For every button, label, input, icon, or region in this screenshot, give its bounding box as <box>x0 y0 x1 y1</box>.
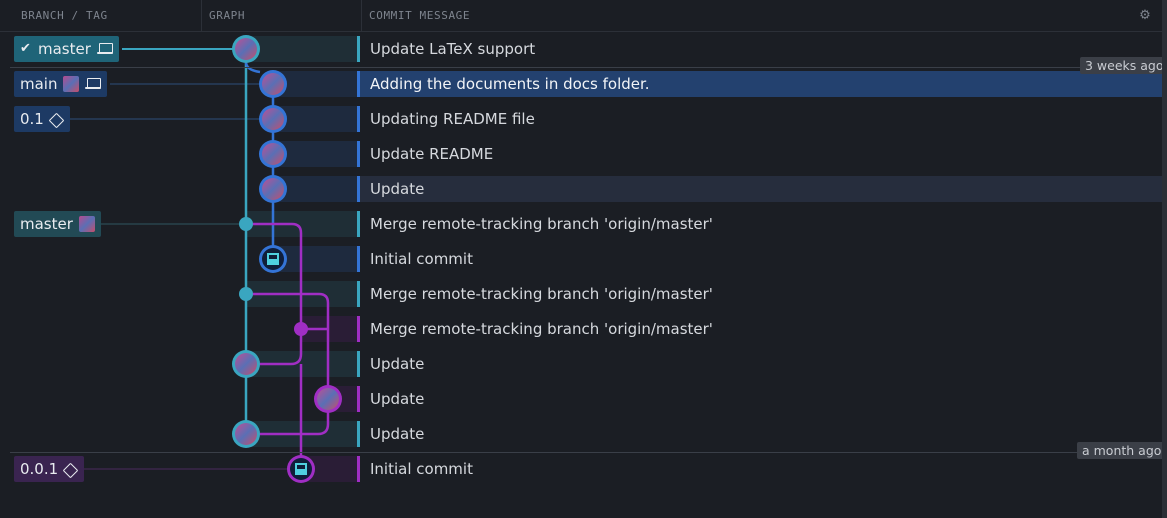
laptop-icon <box>85 78 102 90</box>
scrollbar[interactable] <box>1162 0 1167 518</box>
lane-bar <box>357 456 360 482</box>
ref-tag-0-1[interactable]: 0.1 <box>14 106 70 132</box>
date-label: 3 weeks ago <box>1080 57 1167 74</box>
commit-message[interactable]: Initial commit <box>370 460 473 478</box>
lane-bar <box>357 316 360 342</box>
commit-avatar[interactable] <box>259 175 287 203</box>
commit-avatar[interactable] <box>287 455 315 483</box>
selected-row-bg <box>358 71 1162 97</box>
ref-tag-0-0-1[interactable]: 0.0.1 <box>14 456 85 482</box>
merge-node[interactable] <box>239 287 253 301</box>
avatar <box>78 216 95 232</box>
lane-bg <box>273 141 358 167</box>
commit-avatar[interactable] <box>232 350 260 378</box>
date-divider <box>10 67 1162 68</box>
ref-label: master <box>20 215 73 233</box>
check-icon: ✔ <box>20 41 31 56</box>
branch-tag-column-header[interactable]: BRANCH / TAG <box>14 0 202 32</box>
commit-message[interactable]: Merge remote-tracking branch 'origin/mas… <box>370 215 713 233</box>
lane-bg <box>273 106 358 132</box>
lane-bg <box>246 36 358 62</box>
lane-bar <box>357 36 360 62</box>
date-label: a month ago <box>1077 442 1167 459</box>
commit-message[interactable]: Update <box>370 180 425 198</box>
commit-avatar[interactable] <box>259 105 287 133</box>
commit-message[interactable]: Merge remote-tracking branch 'origin/mas… <box>370 320 713 338</box>
merge-node[interactable] <box>294 322 308 336</box>
lane-bg <box>273 246 358 272</box>
commit-avatar[interactable] <box>314 385 342 413</box>
lane-bar <box>357 386 360 412</box>
lane-bar <box>357 71 360 97</box>
commit-avatar[interactable] <box>232 35 260 63</box>
lane-bar <box>357 176 360 202</box>
lane-bg <box>273 176 358 202</box>
laptop-icon <box>96 43 113 55</box>
commit-avatar[interactable] <box>232 420 260 448</box>
tag-icon <box>50 112 64 126</box>
commit-message[interactable]: Merge remote-tracking branch 'origin/mas… <box>370 285 713 303</box>
ref-label: 0.0.1 <box>20 460 59 478</box>
commit-message[interactable]: Update LaTeX support <box>370 40 536 58</box>
hovered-row-bg <box>358 176 1162 202</box>
ref-main[interactable]: main <box>14 71 108 97</box>
lane-bar <box>357 281 360 307</box>
commit-message-column-header[interactable]: COMMIT MESSAGE <box>369 9 471 22</box>
column-header: BRANCH / TAG GRAPH COMMIT MESSAGE ⚙ <box>0 0 1162 32</box>
commit-message[interactable]: Update <box>370 425 425 443</box>
merge-node[interactable] <box>239 217 253 231</box>
avatar <box>63 76 80 92</box>
commit-avatar[interactable] <box>259 70 287 98</box>
commit-message[interactable]: Updating README file <box>370 110 535 128</box>
ref-label: 0.1 <box>20 110 44 128</box>
lane-bar <box>357 141 360 167</box>
lane-bg <box>273 71 358 97</box>
commit-message[interactable]: Initial commit <box>370 250 473 268</box>
ref-label: master <box>38 40 91 58</box>
graph-column-header[interactable]: GRAPH <box>202 0 362 32</box>
lane-bar <box>357 351 360 377</box>
ref-master-remote[interactable]: master <box>14 211 101 237</box>
lane-bar <box>357 211 360 237</box>
commit-message[interactable]: Update <box>370 390 425 408</box>
commit-message[interactable]: Update <box>370 355 425 373</box>
lane-bar <box>357 106 360 132</box>
lane-bar <box>357 421 360 447</box>
ref-label: main <box>20 75 58 93</box>
ref-master-current[interactable]: ✔ master <box>14 36 119 62</box>
commit-message[interactable]: Update README <box>370 145 494 163</box>
commit-message[interactable]: Adding the documents in docs folder. <box>370 75 650 93</box>
gear-icon[interactable]: ⚙ <box>1139 8 1151 23</box>
commit-avatar[interactable] <box>259 140 287 168</box>
date-divider <box>10 452 1162 453</box>
commit-avatar[interactable] <box>259 245 287 273</box>
lane-bar <box>357 246 360 272</box>
tag-icon <box>64 462 78 476</box>
